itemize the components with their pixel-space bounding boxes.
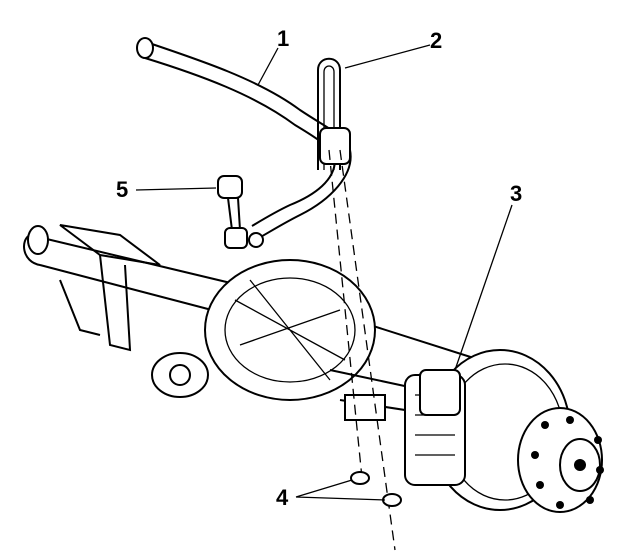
callout-1: 1 [277, 26, 290, 51]
axle-housing [23, 224, 481, 421]
bolt-guide [328, 149, 402, 551]
stabilizer-bar-clamp [317, 57, 351, 170]
leader-lines [135, 44, 513, 501]
stabilizer-link [217, 175, 264, 249]
callout-2: 2 [430, 28, 443, 53]
callout-5: 5 [116, 177, 129, 202]
callout-3: 3 [510, 181, 523, 206]
brake-rotor-hub [404, 349, 604, 513]
callout-4: 4 [276, 485, 289, 510]
